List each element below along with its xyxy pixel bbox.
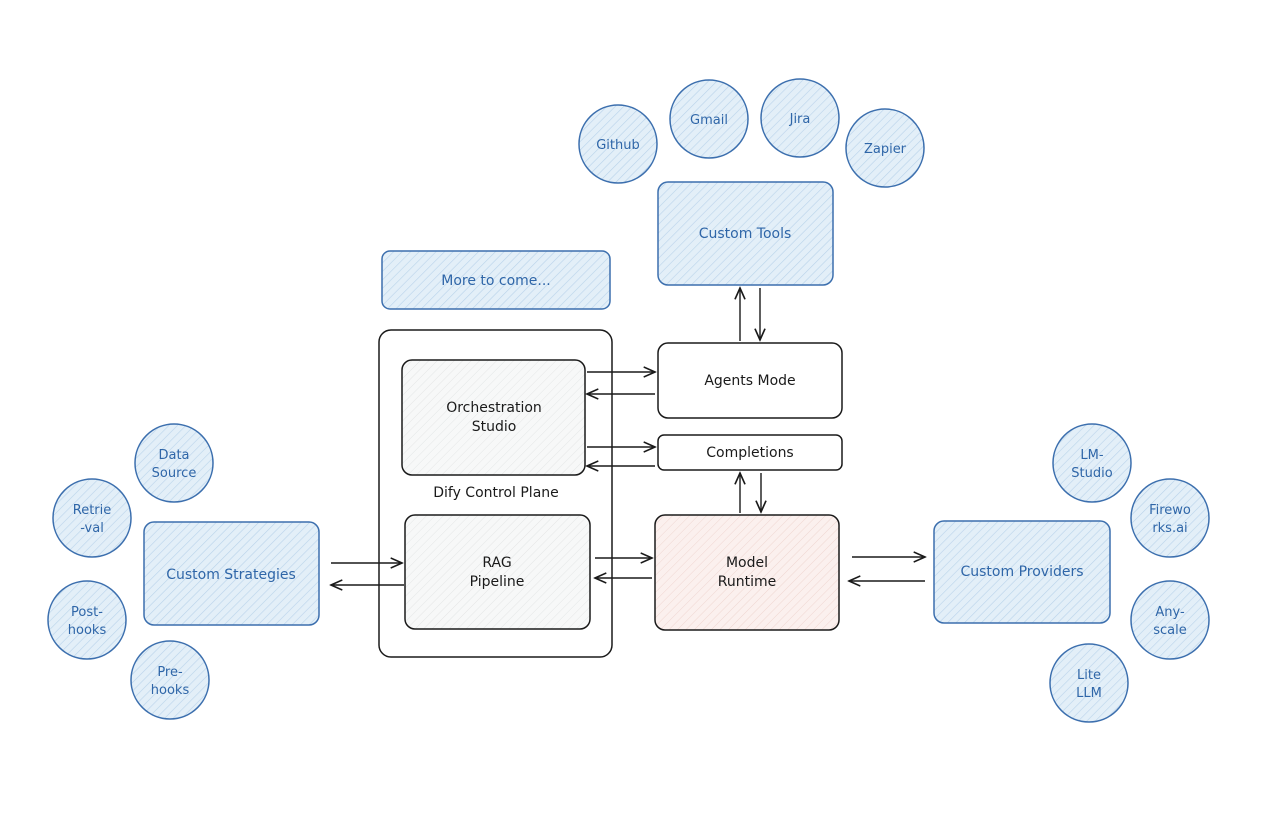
anyscale-line2: scale (1153, 623, 1187, 638)
jira-label: Jira (789, 112, 811, 127)
zapier-circle: Zapier (845, 108, 925, 188)
agents-mode-box: Agents Mode (657, 342, 843, 419)
litellm-line1: Lite (1077, 668, 1101, 683)
custom-tools-box: Custom Tools (657, 181, 834, 286)
custom-tools-label: Custom Tools (699, 226, 792, 242)
retrieval-circle: Retrie -val (52, 478, 132, 558)
retrieval-line1: Retrie (73, 503, 112, 518)
gmail-label: Gmail (690, 113, 728, 128)
prehooks-line2: hooks (151, 683, 190, 698)
rag-line2: Pipeline (470, 574, 525, 590)
arrows (331, 288, 925, 585)
orchestration-studio-box: Orchestration Studio (401, 359, 586, 476)
more-to-come-box: More to come... (381, 250, 611, 310)
litellm-line2: LLM (1076, 686, 1102, 701)
github-label: Github (596, 138, 640, 153)
anyscale-line1: Any- (1155, 605, 1185, 620)
prehooks-line1: Pre- (157, 665, 183, 680)
posthooks-line1: Post- (71, 605, 103, 620)
model-runtime-box: Model Runtime (654, 514, 840, 631)
zapier-label: Zapier (864, 142, 907, 157)
github-circle: Github (578, 104, 658, 184)
fireworks-circle: Firewo rks.ai (1130, 478, 1210, 558)
fireworks-line2: rks.ai (1152, 521, 1187, 536)
rag-pipeline-box: RAG Pipeline (404, 514, 591, 630)
lmstudio-line2: Studio (1071, 466, 1112, 481)
model-runtime-line1: Model (726, 555, 768, 571)
gmail-circle: Gmail (669, 79, 749, 159)
agents-mode-label: Agents Mode (704, 373, 795, 389)
custom-providers-box: Custom Providers (933, 520, 1111, 624)
lmstudio-line1: LM- (1080, 448, 1103, 463)
model-runtime-line2: Runtime (718, 574, 776, 590)
more-to-come-label: More to come... (441, 273, 551, 289)
retrieval-line2: -val (80, 521, 104, 536)
orchestration-line2: Studio (472, 419, 517, 435)
custom-strategies-box: Custom Strategies (143, 521, 320, 626)
lmstudio-circle: LM- Studio (1052, 423, 1132, 503)
completions-label: Completions (706, 445, 793, 461)
completions-box: Completions (657, 434, 843, 471)
fireworks-line1: Firewo (1149, 503, 1191, 518)
posthooks-line2: hooks (68, 623, 107, 638)
prehooks-circle: Pre- hooks (130, 640, 210, 720)
custom-providers-label: Custom Providers (960, 564, 1083, 580)
jira-circle: Jira (760, 78, 840, 158)
rag-line1: RAG (482, 555, 511, 571)
orchestration-line1: Orchestration (446, 400, 542, 416)
custom-strategies-label: Custom Strategies (166, 567, 296, 583)
anyscale-circle: Any- scale (1130, 580, 1210, 660)
data-source-line1: Data (158, 448, 189, 463)
data-source-circle: Data Source (134, 423, 214, 503)
data-source-line2: Source (152, 466, 197, 481)
control-plane-label: Dify Control Plane (433, 485, 559, 501)
posthooks-circle: Post- hooks (47, 580, 127, 660)
litellm-circle: Lite LLM (1049, 643, 1129, 723)
